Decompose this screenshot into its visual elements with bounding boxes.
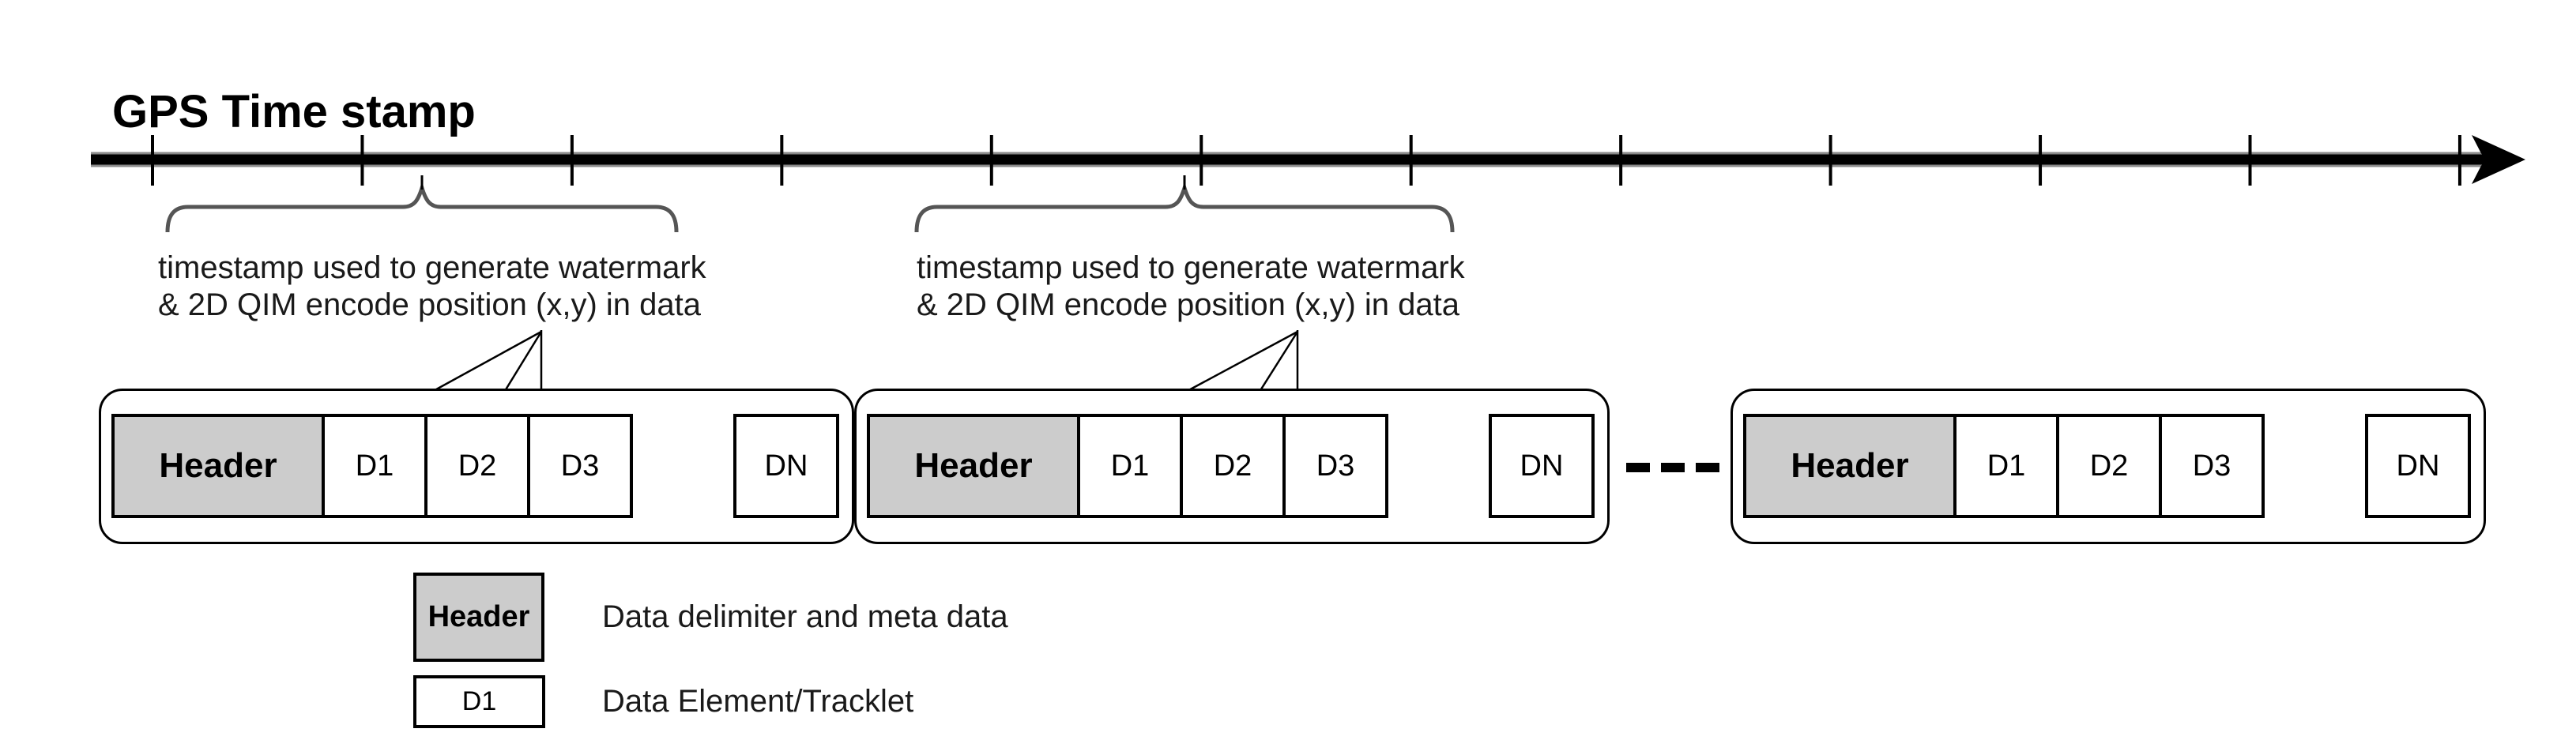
brace-first-interval (165, 175, 679, 233)
brace-second-interval (914, 175, 1455, 233)
annotation-second-timestamp: timestamp used to generate watermark & 2… (917, 250, 1465, 324)
data-cell-d3: D3 (1282, 414, 1388, 518)
annotation-line: timestamp used to generate watermark (158, 250, 706, 285)
data-frame-1: Header D1 D2 D3 DN (99, 389, 854, 544)
data-cell-dn: DN (1489, 414, 1595, 518)
data-cell-d2: D2 (424, 414, 530, 518)
data-cell-dn: DN (733, 414, 839, 518)
annotation-line: timestamp used to generate watermark (917, 250, 1465, 285)
header-cell: Header (867, 414, 1080, 518)
page-title: GPS Time stamp (112, 86, 476, 137)
data-frame-2: Header D1 D2 D3 DN (854, 389, 1610, 544)
data-cell-d2: D2 (1180, 414, 1286, 518)
annotation-first-timestamp: timestamp used to generate watermark & 2… (158, 250, 706, 324)
legend-d1-swatch: D1 (413, 675, 545, 728)
timeline-axis (91, 135, 2525, 184)
data-cell-d1: D1 (322, 414, 427, 518)
header-cell: Header (1743, 414, 1956, 518)
timeline-ticks (151, 135, 2461, 186)
data-cell-d2: D2 (2056, 414, 2162, 518)
data-cell-dn: DN (2365, 414, 2471, 518)
legend-d1-description: Data Element/Tracklet (602, 684, 914, 719)
header-cell: Header (111, 414, 325, 518)
annotation-line: & 2D QIM encode position (x,y) in data (917, 287, 1459, 322)
data-cell-d3: D3 (527, 414, 633, 518)
data-cell-d1: D1 (1953, 414, 2059, 518)
data-cell-d1: D1 (1077, 414, 1183, 518)
data-cell-d3: D3 (2159, 414, 2265, 518)
legend-header-swatch: Header (413, 573, 544, 662)
legend-header-description: Data delimiter and meta data (602, 599, 1008, 634)
annotation-line: & 2D QIM encode position (x,y) in data (158, 287, 701, 322)
data-frame-3: Header D1 D2 D3 DN (1731, 389, 2486, 544)
arrowhead-icon (2472, 135, 2525, 184)
